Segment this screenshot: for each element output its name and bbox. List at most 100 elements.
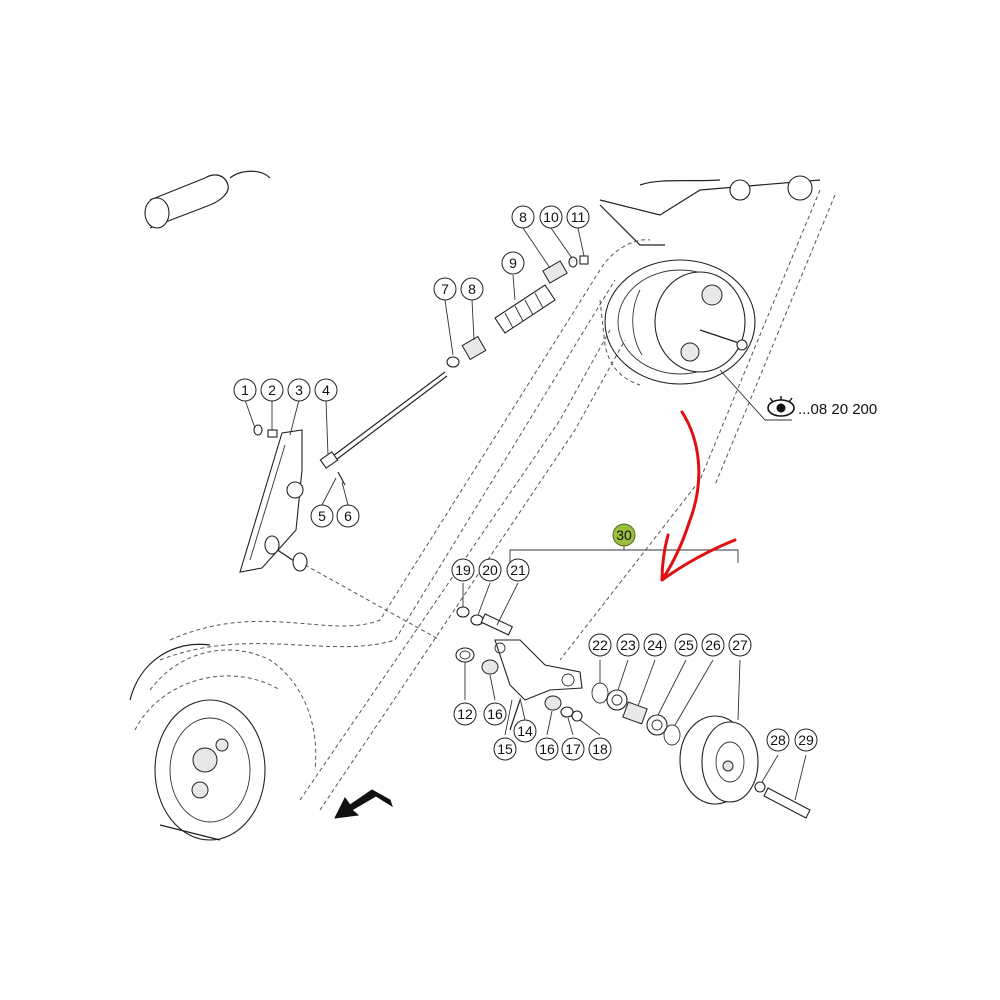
callout-number: 28 (770, 732, 786, 748)
callout-c3[interactable]: 3 (287, 378, 311, 402)
callout-circle (483, 702, 507, 726)
reference-link[interactable]: ...08 20 200 (767, 396, 877, 418)
circlip-22 (591, 682, 609, 704)
callout-c9[interactable]: 9 (501, 251, 525, 275)
callout-circle (451, 558, 475, 582)
callout-number: 26 (705, 637, 721, 653)
callout-circle (336, 504, 360, 528)
nut-11 (579, 255, 589, 265)
callout-number: 10 (543, 209, 559, 225)
callout-c10[interactable]: 10 (539, 205, 563, 229)
tensioner-arm-14 (494, 639, 583, 701)
callout-c29[interactable]: 29 (794, 728, 818, 752)
callout-number: 23 (620, 637, 636, 653)
callout-circle (566, 205, 590, 229)
callout-circle (310, 504, 334, 528)
callout-c6[interactable]: 6 (336, 504, 360, 528)
callout-number: 14 (517, 723, 533, 739)
callout-circle (794, 728, 818, 752)
washer-17 (560, 706, 574, 718)
callout-c7[interactable]: 7 (433, 277, 457, 301)
callout-c8a[interactable]: 8 (460, 277, 484, 301)
bushing-16a (481, 659, 499, 675)
cable-4 (319, 371, 448, 469)
callout-number: 9 (509, 255, 517, 271)
washer-19 (456, 606, 470, 618)
callout-c11[interactable]: 11 (566, 205, 590, 229)
callout-c26[interactable]: 26 (701, 633, 725, 657)
callout-c8b[interactable]: 8 (511, 205, 535, 229)
callout-c16a[interactable]: 16 (483, 702, 507, 726)
lower-left-pulley (129, 643, 266, 841)
callout-c20[interactable]: 20 (478, 558, 502, 582)
screw-2 (267, 429, 278, 438)
callout-c23[interactable]: 23 (616, 633, 640, 657)
callout-circle (616, 633, 640, 657)
washer-10 (568, 256, 578, 268)
callout-c4[interactable]: 4 (314, 378, 338, 402)
bolt-29 (763, 787, 811, 819)
callout-circle (766, 728, 790, 752)
callout-c18[interactable]: 18 (588, 737, 612, 761)
callout-circle (501, 251, 525, 275)
callout-circle (588, 633, 612, 657)
callout-number: 3 (295, 382, 303, 398)
eye-icon (767, 396, 795, 417)
red-arrow-icon (660, 410, 737, 582)
callout-number: 25 (678, 637, 694, 653)
direction-arrow-icon (334, 789, 393, 819)
drive-belt (134, 189, 836, 811)
callout-circle (314, 378, 338, 402)
callout-number: 8 (468, 281, 476, 297)
callout-number: 18 (592, 741, 608, 757)
callout-circle (588, 737, 612, 761)
callout-c2[interactable]: 2 (260, 378, 284, 402)
callout-c21[interactable]: 21 (506, 558, 530, 582)
circlip-26 (663, 724, 681, 746)
callout-c27[interactable]: 27 (728, 633, 752, 657)
callout-number: 29 (798, 732, 814, 748)
callout-circle (453, 702, 477, 726)
callout-c1[interactable]: 1 (233, 378, 257, 402)
callout-number: 20 (482, 562, 498, 578)
callout-c14[interactable]: 14 (513, 719, 537, 743)
spring-9 (494, 284, 556, 334)
callout-c16b[interactable]: 16 (535, 737, 559, 761)
callout-number: 16 (487, 706, 503, 722)
assembly-callout-30[interactable]: 30 (612, 523, 636, 547)
spacer-15 (509, 699, 521, 731)
callout-c24[interactable]: 24 (643, 633, 667, 657)
callout-circle (674, 633, 698, 657)
callout-circle (493, 737, 517, 761)
callout-c25[interactable]: 25 (674, 633, 698, 657)
callout-c5[interactable]: 5 (310, 504, 334, 528)
callout-c19[interactable]: 19 (451, 558, 475, 582)
callout-circle (539, 205, 563, 229)
callout-c17[interactable]: 17 (561, 737, 585, 761)
callout-c12[interactable]: 12 (453, 702, 477, 726)
callout-c28[interactable]: 28 (766, 728, 790, 752)
idler-pulley-27 (679, 715, 759, 805)
nut-7 (446, 356, 460, 368)
callout-c15[interactable]: 15 (493, 737, 517, 761)
callout-number: 8 (519, 209, 527, 225)
callout-number: 7 (441, 281, 449, 297)
callout-circle (511, 205, 535, 229)
callout-circle (535, 737, 559, 761)
sleeve-8 (461, 335, 487, 361)
callout-number: 15 (497, 741, 513, 757)
washer-1 (253, 424, 263, 436)
bushing-16b (544, 695, 562, 711)
spacer-24 (622, 701, 648, 725)
callout-number: 17 (565, 741, 581, 757)
drive-pulley-assembly (599, 175, 821, 385)
reference-text: ...08 20 200 (798, 401, 877, 418)
callout-number: 27 (732, 637, 748, 653)
bearing-25 (646, 714, 668, 736)
callout-number: 2 (268, 382, 276, 398)
callout-c22[interactable]: 22 (588, 633, 612, 657)
washer-28 (754, 781, 766, 793)
ring-18 (571, 710, 583, 722)
